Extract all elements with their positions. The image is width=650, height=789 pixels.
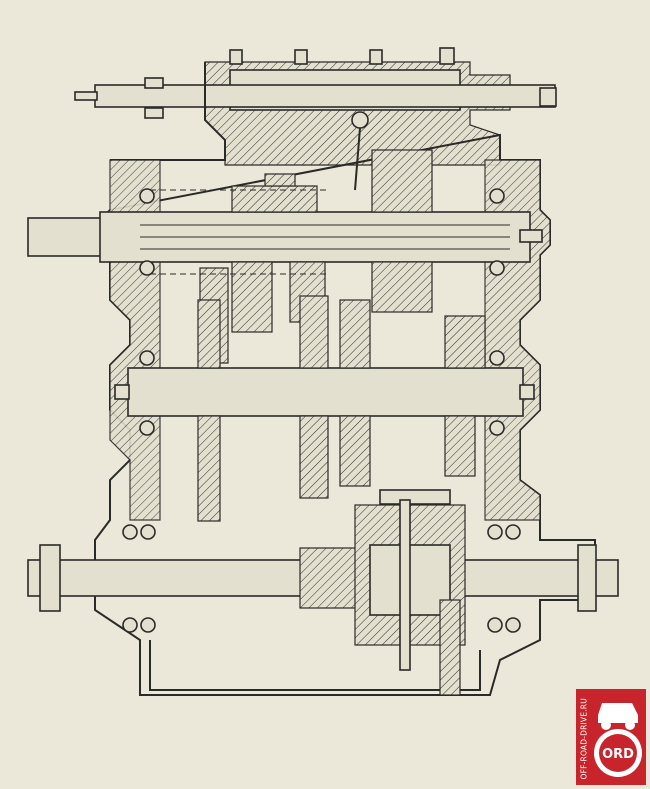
main-shaft <box>27 188 543 276</box>
svg-text:ORD: ORD <box>602 747 634 762</box>
output-bearings <box>122 524 521 633</box>
ord-watermark-logo: OFF-ROAD-DRIVE.RU ORD <box>576 689 646 785</box>
ord-logo-icon: ORD <box>594 703 642 777</box>
counter-shaft <box>114 350 535 436</box>
watermark-side-text: OFF-ROAD-DRIVE.RU <box>579 698 589 780</box>
counter-gears <box>197 295 486 522</box>
selector-rod <box>74 77 557 191</box>
output-shaft <box>27 489 619 696</box>
